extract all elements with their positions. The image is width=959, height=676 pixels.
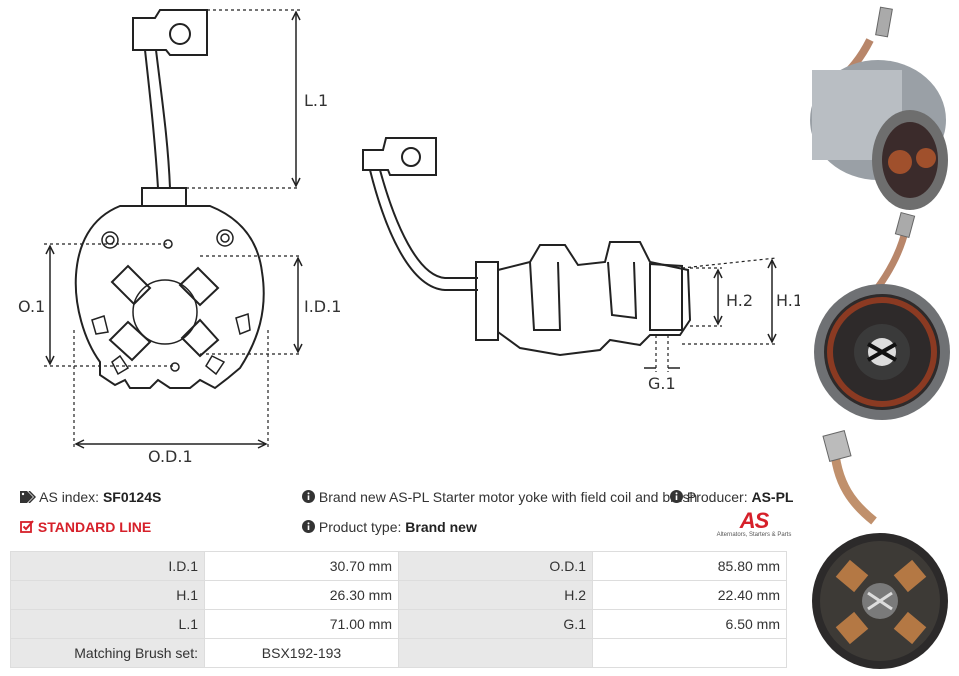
standard-line-text: STANDARD LINE (37, 519, 152, 535)
product-photo-brush-holder (812, 429, 948, 669)
spec-key: Matching Brush set: (10, 638, 205, 668)
producer-value: AS-PL (751, 489, 794, 505)
spec-key: O.D.1 (398, 551, 593, 581)
info-icon (302, 520, 315, 536)
side-view: H.2 H.1 G.1 (362, 137, 800, 393)
description: Brand new AS-PL Starter motor yoke with … (302, 489, 697, 506)
table-row: L.1 71.00 mm G.1 6.50 mm (10, 609, 787, 639)
standard-line-badge: STANDARD LINE (20, 519, 151, 536)
product-type: Product type: Brand new (302, 519, 477, 536)
spec-value (592, 638, 787, 668)
as-index-label: AS index: (39, 489, 100, 505)
spec-value: 6.50 mm (592, 609, 787, 639)
as-index: AS index: SF0124S (20, 489, 161, 506)
label-id1: I.D.1 (304, 297, 341, 316)
specs-table: I.D.1 30.70 mm O.D.1 85.80 mm H.1 26.30 … (10, 551, 787, 668)
tag-icon (20, 490, 37, 506)
spec-value: 71.00 mm (204, 609, 399, 639)
product-type-label: Product type: (318, 519, 402, 535)
checkbox-icon (20, 520, 34, 536)
front-view: L.1 O.1 I.D.1 O.D.1 (18, 9, 341, 466)
label-h1: H.1 (776, 291, 800, 310)
as-pl-logo: AS Alternators, Starters & Parts (716, 508, 792, 539)
spec-key: H.2 (398, 580, 593, 610)
spec-value: 85.80 mm (592, 551, 787, 581)
technical-drawing: L.1 O.1 I.D.1 O.D.1 H.2 (18, 9, 800, 466)
spec-key: H.1 (10, 580, 205, 610)
spec-value: 26.30 mm (204, 580, 399, 610)
producer: Producer: AS-PL (670, 489, 793, 506)
spec-value: BSX192-193 (204, 638, 399, 668)
product-photo-end-view (814, 211, 950, 420)
spec-value: 22.40 mm (592, 580, 787, 610)
label-g1: G.1 (648, 374, 676, 393)
spec-key: G.1 (398, 609, 593, 639)
logo-tagline: Alternators, Starters & Parts (716, 532, 792, 538)
table-row: Matching Brush set: BSX192-193 (10, 638, 787, 668)
product-photo-yoke (810, 6, 948, 210)
label-o1: O.1 (18, 297, 45, 316)
description-text: Brand new AS-PL Starter motor yoke with … (318, 489, 698, 505)
info-icon (670, 490, 683, 506)
table-row: I.D.1 30.70 mm O.D.1 85.80 mm (10, 551, 787, 581)
label-h2: H.2 (726, 291, 753, 310)
spec-value: 30.70 mm (204, 551, 399, 581)
label-od1: O.D.1 (148, 447, 193, 466)
producer-label: Producer: (686, 489, 748, 505)
spec-key: L.1 (10, 609, 205, 639)
label-l1: L.1 (304, 91, 328, 110)
product-type-value: Brand new (405, 519, 477, 535)
table-row: H.1 26.30 mm H.2 22.40 mm (10, 580, 787, 610)
spec-key: I.D.1 (10, 551, 205, 581)
logo-mark: AS (739, 508, 770, 533)
spec-key (398, 638, 593, 668)
as-index-value: SF0124S (102, 489, 162, 505)
info-icon (302, 490, 315, 506)
